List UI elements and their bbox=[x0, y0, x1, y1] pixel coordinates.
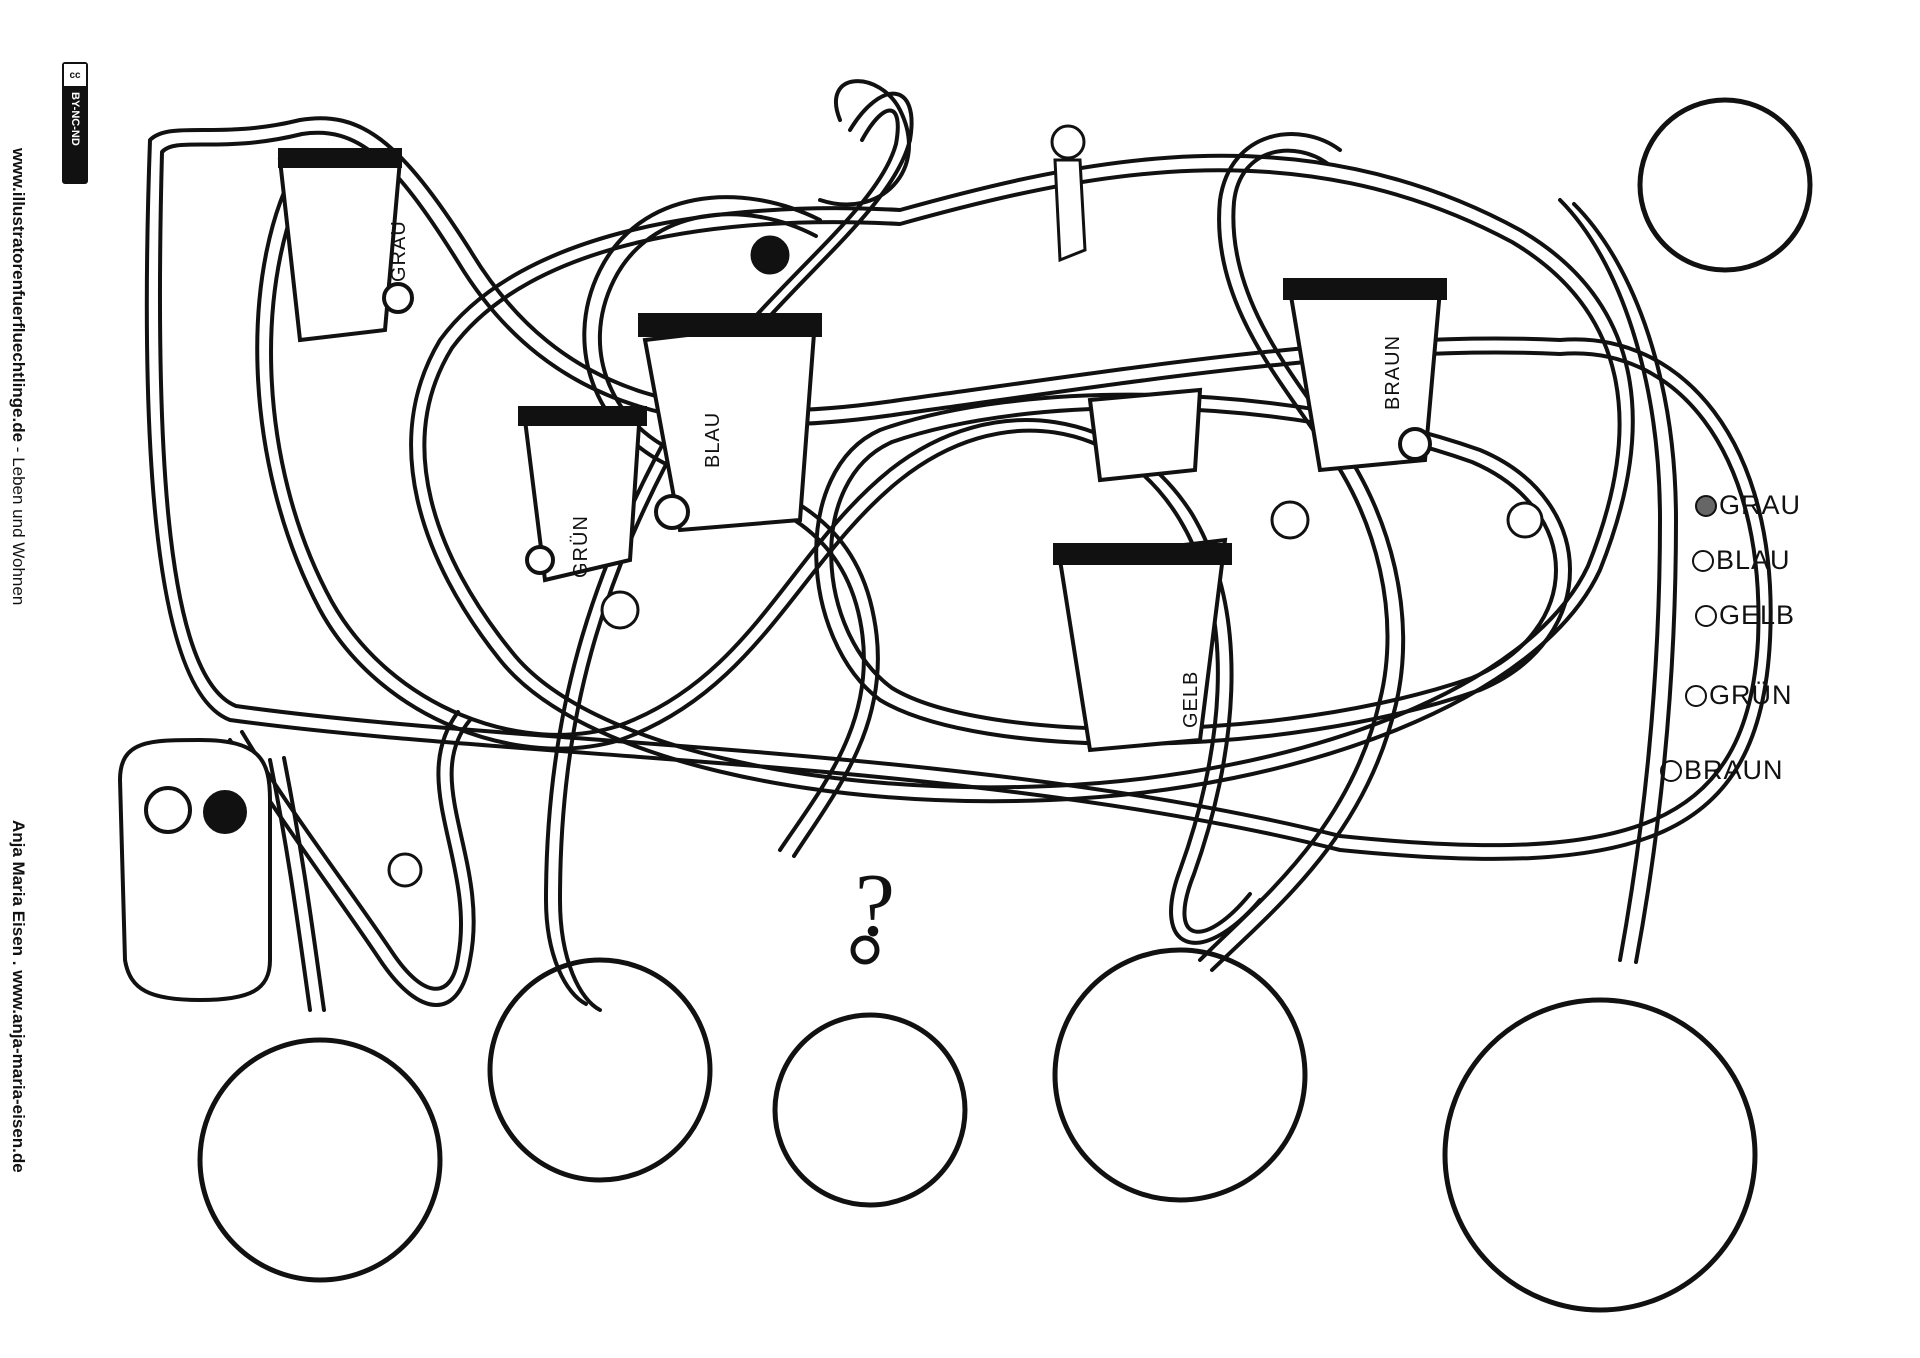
circle-bio-items bbox=[487, 957, 713, 1183]
girl-with-box-head bbox=[600, 590, 640, 630]
legend-item-braun[interactable]: BRAUN bbox=[1660, 755, 1784, 786]
legend-label-braun: BRAUN bbox=[1684, 755, 1784, 785]
legend-label-gruen: GRÜN bbox=[1709, 680, 1793, 710]
path-ground-track bbox=[814, 392, 1572, 746]
bin-label-blau: BLAU bbox=[702, 411, 724, 468]
recycle-symbol bbox=[1087, 387, 1203, 483]
cc-icon: cc bbox=[64, 64, 86, 86]
bin-braun-wheel bbox=[1398, 427, 1432, 461]
legend-item-grau[interactable]: GRAU bbox=[1695, 490, 1801, 521]
license-label: BY-NC-ND bbox=[69, 92, 81, 146]
bin-grau-lid bbox=[278, 148, 402, 168]
license-badge: cc BY-NC-ND bbox=[62, 62, 88, 184]
bin-gruen-lid bbox=[518, 406, 647, 426]
circle-plastic-items bbox=[1442, 997, 1758, 1313]
legend-label-grau: GRAU bbox=[1719, 490, 1802, 520]
bin-label-grau: GRAU bbox=[388, 220, 410, 282]
path-tangle-a-inner bbox=[269, 162, 1252, 934]
legend-checkbox-braun[interactable] bbox=[1660, 759, 1682, 782]
legend-item-gruen[interactable]: GRÜN bbox=[1685, 680, 1793, 711]
legend-checkbox-gruen[interactable] bbox=[1685, 684, 1707, 707]
circle-glass-items bbox=[1637, 97, 1813, 273]
path-tangle-c bbox=[1558, 198, 1662, 962]
path-outer-loop bbox=[144, 116, 1773, 861]
glass-container bbox=[117, 737, 272, 1003]
question-mark: ? bbox=[855, 856, 895, 955]
circle-paper-items bbox=[1052, 947, 1308, 1203]
bin-braun-lid bbox=[1283, 278, 1447, 300]
path-tangle-f bbox=[228, 718, 476, 1007]
glass-container-eye-right bbox=[203, 790, 247, 834]
bin-gelb-lid bbox=[1053, 543, 1232, 565]
bin-label-gruen: GRÜN bbox=[570, 515, 592, 578]
path-outer-loop-inner bbox=[157, 130, 1761, 848]
side-url[interactable]: www.illustratorenfuerfluechtlinge.de - L… bbox=[8, 148, 28, 605]
path-ground-track-inner bbox=[829, 406, 1558, 731]
side-category: Leben und Wohnen bbox=[9, 457, 28, 606]
path-upper-oval-inner bbox=[422, 168, 1622, 790]
legend-checkbox-grau[interactable] bbox=[1695, 494, 1717, 517]
legend-label-blau: BLAU bbox=[1716, 545, 1791, 575]
walking-man-body bbox=[1053, 158, 1087, 263]
circle-rest-items bbox=[197, 1037, 443, 1283]
crouching-man-head bbox=[1506, 501, 1544, 539]
bin-label-gelb: GELB bbox=[1180, 670, 1202, 728]
path-tangle-g bbox=[268, 758, 312, 1012]
crow bbox=[750, 235, 790, 275]
boy-running-head bbox=[387, 852, 423, 888]
bin-blau-lid bbox=[638, 313, 822, 337]
thought-bubble-small bbox=[850, 935, 880, 965]
side-url-bold[interactable]: www.illustratorenfuerfluechtlinge.de bbox=[9, 148, 28, 443]
bin-gruen-wheel bbox=[525, 545, 555, 575]
bin-label-braun: BRAUN bbox=[1382, 334, 1404, 410]
path-top-loop bbox=[818, 79, 911, 207]
path-tangle-g-inner bbox=[282, 756, 326, 1012]
legend-checkbox-gelb[interactable] bbox=[1695, 604, 1717, 627]
path-upper-oval bbox=[409, 153, 1635, 804]
legend-checkbox-blau[interactable] bbox=[1692, 549, 1714, 572]
legend-item-gelb[interactable]: GELB bbox=[1695, 600, 1795, 631]
bin-blau-wheel bbox=[654, 494, 690, 530]
side-url-sep: - bbox=[9, 442, 28, 458]
woman-head bbox=[1270, 500, 1310, 540]
path-tangle-c-inner bbox=[1572, 202, 1678, 964]
glass-container-eye-left bbox=[144, 786, 192, 834]
path-tangle-a bbox=[255, 158, 1262, 945]
walking-man-head bbox=[1050, 124, 1086, 160]
thinking-person-head bbox=[772, 1012, 968, 1208]
bin-grau-wheel bbox=[382, 282, 414, 314]
side-author: Anja Maria Eisen . www.anja-maria-eisen.… bbox=[9, 820, 28, 1173]
bin-grau bbox=[277, 158, 403, 343]
legend-label-gelb: GELB bbox=[1719, 600, 1796, 630]
legend-item-blau[interactable]: BLAU bbox=[1692, 545, 1791, 576]
path-tangle-f-inner bbox=[240, 710, 464, 991]
